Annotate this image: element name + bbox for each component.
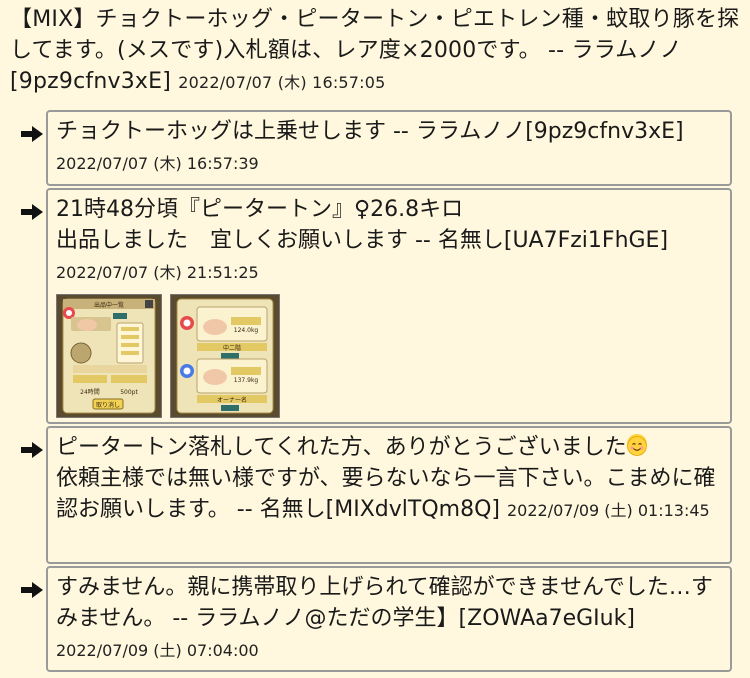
right-arrow-icon [21, 204, 43, 220]
reply-box [46, 426, 732, 564]
reply-text: チョクトーホッグは上乗せします -- ララムノノ[9pz9cfnv3xE] [56, 119, 684, 144]
reply-text: すみません。親に携帯取り上げられて確認ができませんでした…すみません。 -- ラ… [56, 575, 713, 631]
reply-box [46, 566, 732, 672]
thumb-owner: オーナー名 [217, 396, 247, 404]
reply-text: 出品しました 宜しくお願いします -- 名無し[UA7Fzi1FhGE] [56, 228, 669, 253]
reply-timestamp: 2022/07/09 (土) 07:04:00 [56, 641, 259, 660]
reply-content: すみません。親に携帯取り上げられて確認ができませんでした…すみません。 -- ラ… [56, 572, 724, 666]
thumb-price: 500pt [120, 389, 138, 396]
reply-3: ピータートン落札してくれた方、ありがとうございました 依頼主様では無い様ですが、… [16, 426, 732, 564]
reply-line: 21時48分頃『ピータートン』♀26.8キロ [56, 197, 464, 222]
reply-content: 21時48分頃『ピータートン』♀26.8キロ 出品しました 宜しくお願いします … [56, 194, 724, 288]
reply-text: ピータートン落札してくれた方、ありがとうございました [56, 435, 627, 460]
thumb-button: 取り消し [96, 401, 120, 409]
right-arrow-icon [21, 126, 43, 142]
main-post: 【MIX】チョクトーホッグ・ピータートン・ピエトレン種・蚊取り豚を探してます。(… [10, 4, 740, 98]
reply-timestamp: 2022/07/07 (木) 16:57:39 [56, 154, 259, 173]
reply-text: 依頼主様では無い様ですが、要らないなら一言下さい。こまめに確認お願いします。 -… [56, 466, 716, 522]
right-arrow-icon [21, 582, 43, 598]
main-post-timestamp: 2022/07/07 (木) 16:57:05 [178, 73, 386, 92]
thumb-duration: 24時間 [80, 388, 100, 396]
reply-timestamp: 2022/07/09 (土) 01:13:45 [506, 501, 710, 520]
reply-timestamp: 2022/07/07 (木) 21:51:25 [56, 263, 259, 282]
right-arrow-icon [21, 442, 43, 458]
reply-1: チョクトーホッグは上乗せします -- ララムノノ[9pz9cfnv3xE] 20… [16, 110, 732, 186]
game-screenshot-image: 出品中一覧 24時間 500p [57, 295, 161, 417]
reply-4: すみません。親に携帯取り上げられて確認ができませんでした…すみません。 -- ラ… [16, 566, 732, 672]
reply-content: ピータートン落札してくれた方、ありがとうございました 依頼主様では無い様ですが、… [56, 432, 724, 526]
thumb-title: 出品中一覧 [94, 301, 124, 309]
thumb-label: 中二階 [223, 344, 241, 352]
thumb-weight: 124.0kg [234, 327, 259, 334]
main-post-text: 【MIX】チョクトーホッグ・ピータートン・ピエトレン種・蚊取り豚を探してます。(… [10, 7, 740, 94]
reply-2: 21時48分頃『ピータートン』♀26.8キロ 出品しました 宜しくお願いします … [16, 188, 732, 424]
attachment-thumbnail[interactable]: 124.0kg 中二階 137.9kg オーナー名 [170, 294, 280, 418]
thumb-weight: 137.9kg [234, 377, 259, 384]
attachment-thumbnail[interactable]: 出品中一覧 24時間 500p [56, 294, 162, 418]
game-screenshot-image: 124.0kg 中二階 137.9kg オーナー名 [171, 295, 279, 417]
reply-content: チョクトーホッグは上乗せします -- ララムノノ[9pz9cfnv3xE] 20… [56, 116, 724, 179]
reply-box [46, 110, 732, 186]
smiling-face-icon [626, 434, 647, 456]
